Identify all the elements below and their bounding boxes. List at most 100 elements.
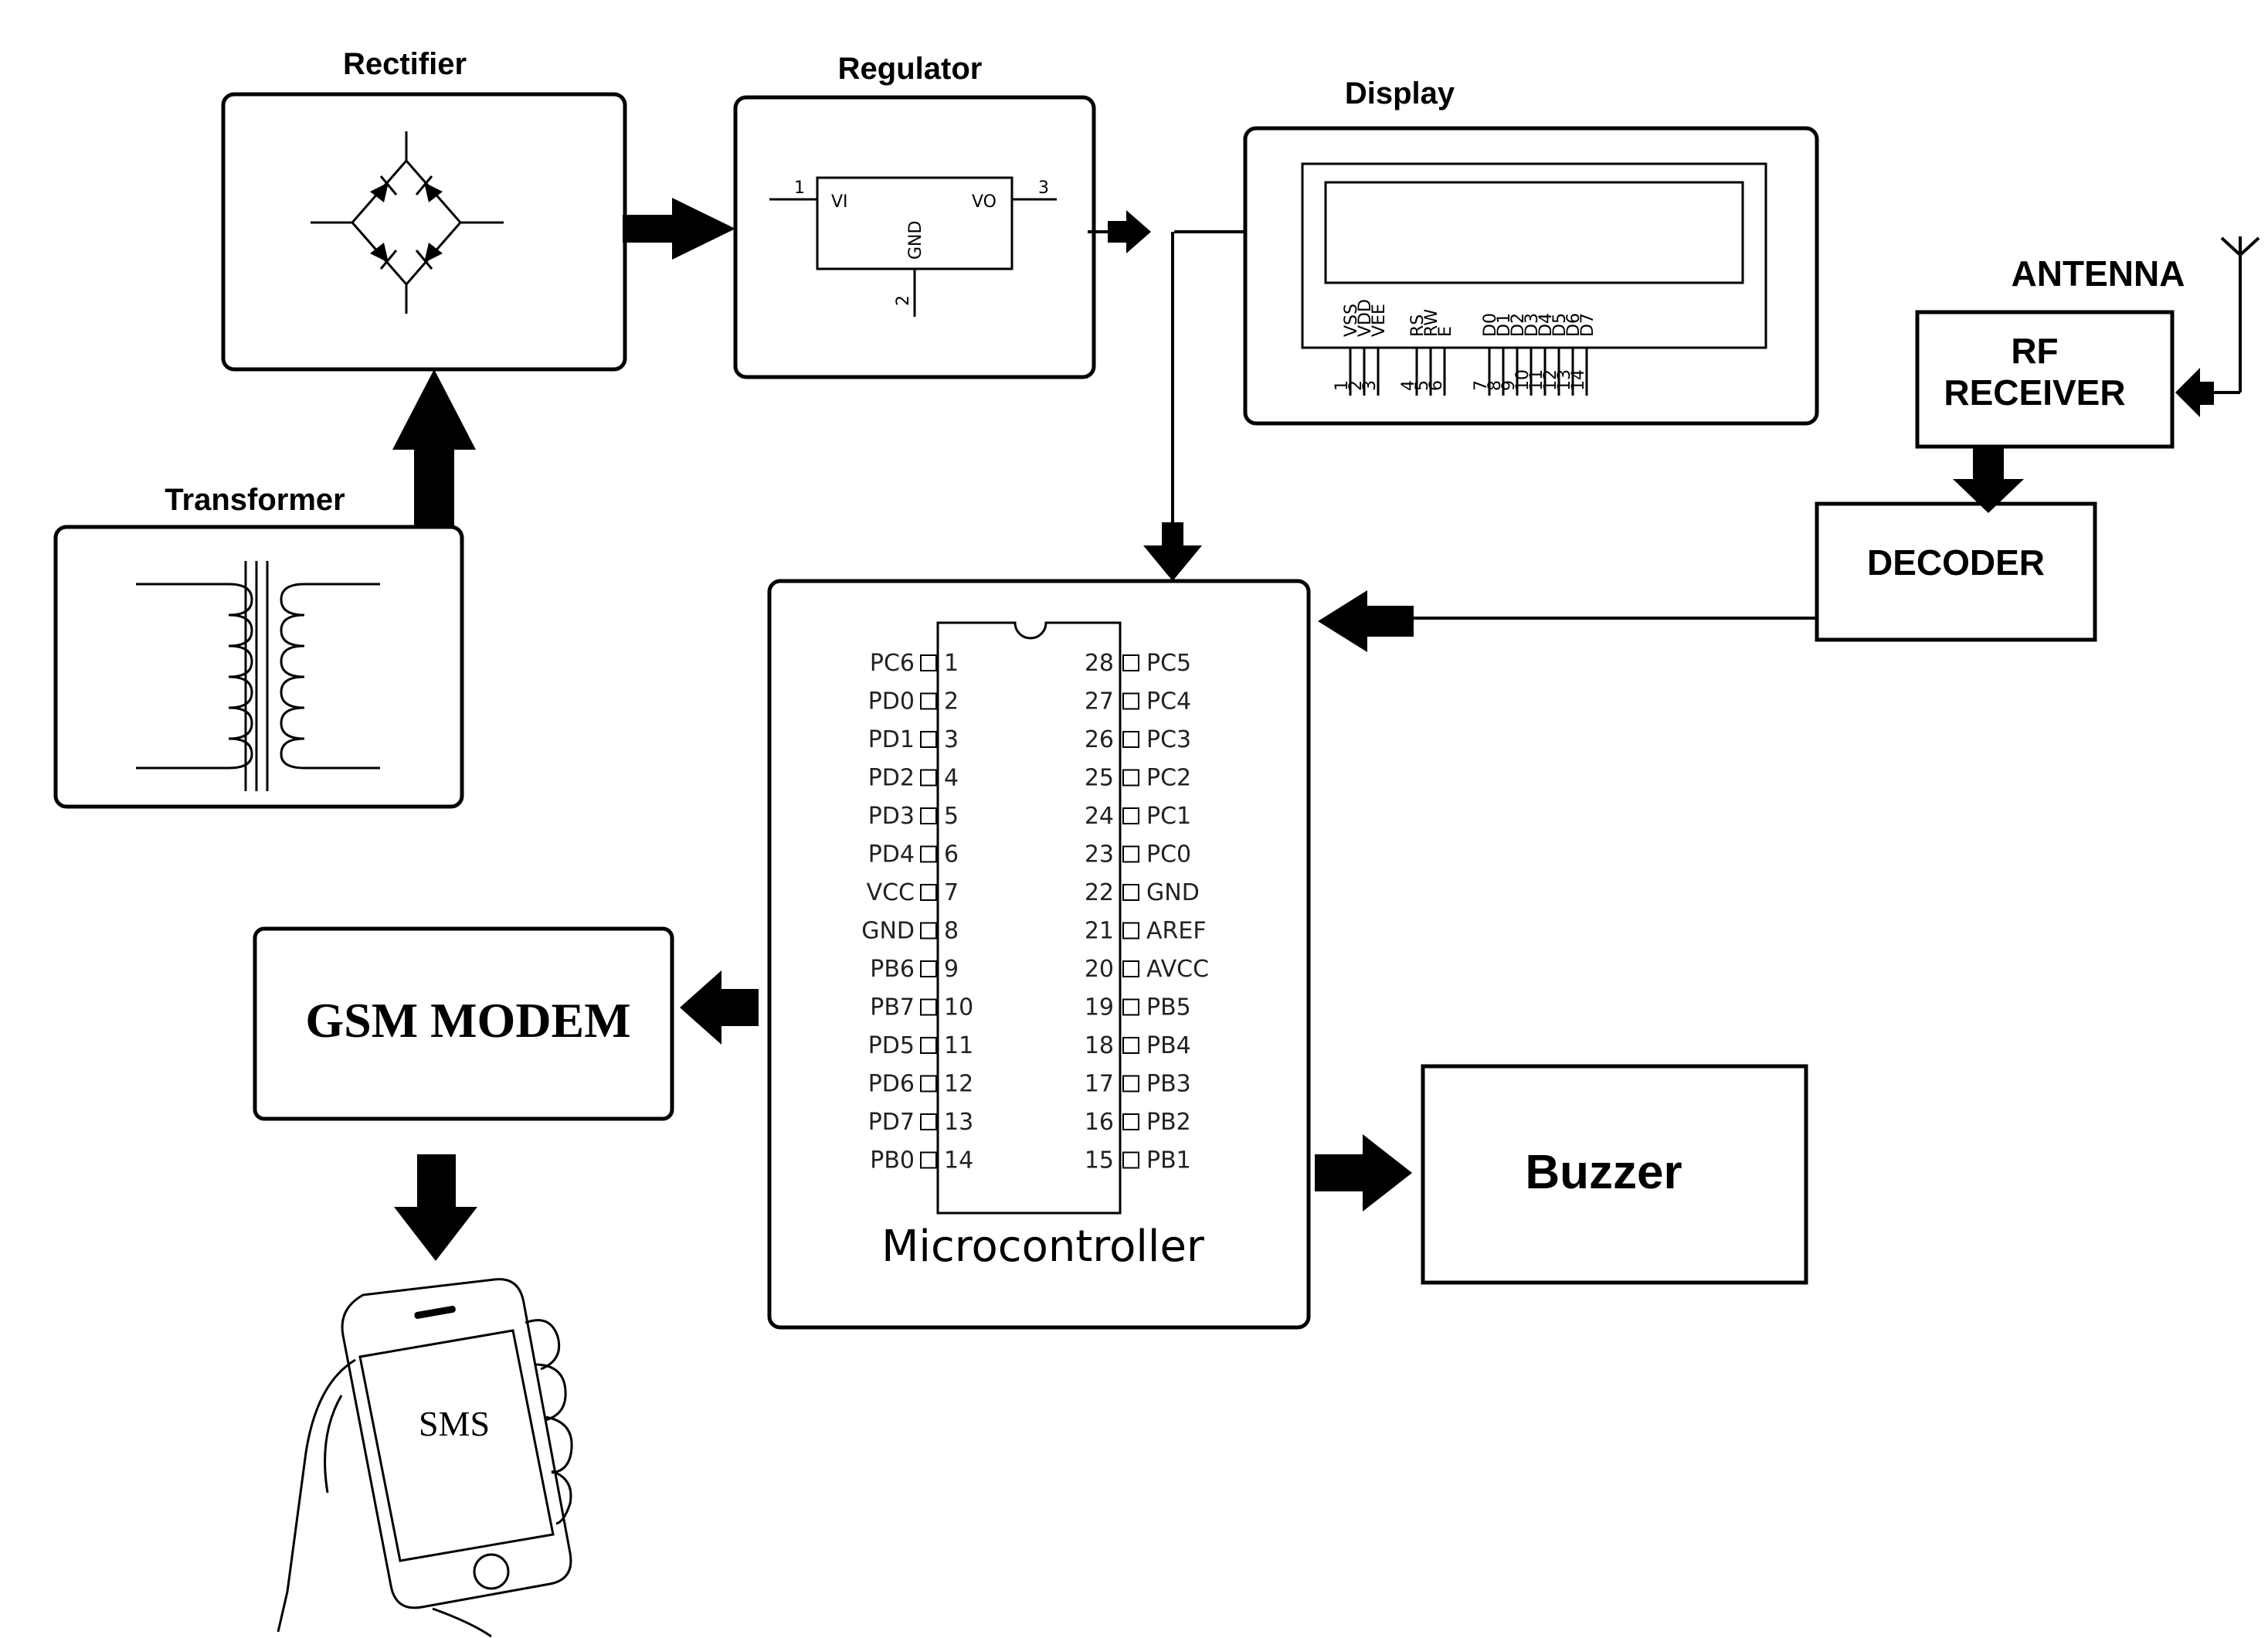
mcu-pin-name: PD0: [868, 688, 915, 715]
mcu-pin-number: 25: [1085, 765, 1114, 792]
lcd-panel: [1301, 162, 1767, 349]
mcu-pin-number: 9: [944, 956, 959, 983]
transformer-label: Transformer: [165, 483, 345, 517]
gsm-modem-box: [253, 926, 674, 1121]
mcu-pin-pad: [1122, 692, 1139, 710]
display-block: Display VSS1VDD2VEE3RS4RW5E6D07D18D29D31…: [1243, 76, 1819, 426]
lcd-pin-name: D4: [1536, 313, 1556, 337]
mcu-pin-pad: [1122, 769, 1139, 787]
sms-label: SMS: [419, 1404, 490, 1443]
mcu-pin-pad: [920, 1075, 937, 1093]
mcu-pin-number: 6: [944, 841, 959, 868]
mcu-pin-name: VCC: [867, 879, 915, 906]
mcu-pin-number: 8: [944, 918, 959, 945]
rectifier-box: [221, 92, 627, 372]
mcu-pin-number: 11: [944, 1032, 973, 1059]
mcu-pin-number: 7: [944, 879, 959, 906]
mcu-pin-name: PB4: [1146, 1032, 1191, 1059]
mcu-pin-name: PB3: [1146, 1071, 1191, 1098]
microcontroller-label: Microcontroller: [881, 1222, 1205, 1272]
mcu-pin-pad: [1122, 998, 1139, 1016]
mcu-pin-pad: [920, 998, 937, 1016]
lcd-pin-number: 9: [1499, 380, 1519, 391]
lcd-pin-name: D3: [1523, 313, 1542, 337]
mcu-pin-name: PC2: [1146, 765, 1191, 792]
mcu-pin-pad: [920, 731, 937, 748]
mcu-pin-number: 1: [944, 650, 959, 677]
lcd-pin-number: 4: [1399, 380, 1418, 391]
mcu-pin-pad: [920, 692, 937, 710]
microcontroller-box: [767, 579, 1311, 1330]
mcu-pin-number: 28: [1085, 650, 1114, 677]
regulator-box: [733, 95, 1096, 379]
mcu-pin-number: 3: [944, 726, 959, 753]
rectifier-block: Rectifier: [221, 47, 627, 372]
mcu-pin-number: 17: [1085, 1071, 1114, 1098]
mcu-pin-name: PB7: [870, 994, 915, 1021]
mcu-pin-number: 13: [944, 1109, 973, 1136]
arrow-microcontroller-to-buzzer: [1315, 1134, 1412, 1212]
mcu-pin-pad: [920, 654, 937, 671]
mcu-pin-pad: [920, 1113, 937, 1130]
mcu-pin-name: GND: [861, 918, 915, 945]
regulator-block: Regulator VI VO 1 3 GND 2: [733, 52, 1096, 379]
mcu-pin-name: PC3: [1146, 726, 1191, 753]
arrow-rectifier-to-regulator: [623, 198, 735, 260]
regulator-pin2-label: 2: [894, 295, 913, 306]
mcu-pin-pad: [1122, 884, 1139, 901]
mcu-pin-number: 26: [1085, 726, 1114, 753]
mcu-pin-number: 10: [944, 994, 973, 1021]
mcu-pin-number: 14: [944, 1147, 973, 1174]
arrow-transformer-to-rectifier: [392, 369, 476, 527]
lcd-pin-name: VEE: [1370, 304, 1389, 337]
atmega-chip-icon: [936, 621, 1122, 1215]
mcu-pin-name: AREF: [1146, 918, 1207, 945]
mcu-pin-name: PD6: [868, 1071, 915, 1098]
buzzer-block: Buzzer: [1421, 1064, 1808, 1285]
regulator-vi-label: VI: [831, 192, 848, 212]
lcd-pin-number: 7: [1472, 380, 1491, 391]
mcu-pin-pad: [920, 884, 937, 901]
mcu-pin-number: 27: [1085, 688, 1114, 715]
regulator-pin1-label: 1: [794, 178, 805, 198]
mcu-pin-name: PC5: [1146, 650, 1191, 677]
decoder-label: DECODER: [1867, 542, 2045, 583]
mcu-pin-number: 24: [1085, 803, 1114, 830]
regulator-gnd-label: GND: [906, 221, 925, 260]
lcd-pin-number: 5: [1413, 380, 1432, 391]
mcu-pin-name: PB1: [1146, 1147, 1191, 1174]
lcd-pin-number: 1: [1333, 380, 1352, 391]
mcu-pin-name: PD2: [868, 765, 915, 792]
bridge-rectifier-icon: [311, 131, 504, 314]
lcd-pin-header: VSS1VDD2VEE3RS4RW5E6D07D18D29D310D411D51…: [1333, 299, 1597, 396]
mcu-pin-pad: [1122, 731, 1139, 748]
lcd-pin-number: 12: [1541, 369, 1560, 391]
mcu-pin-name: PB5: [1146, 994, 1191, 1021]
mcu-pin-number: 2: [944, 688, 959, 715]
regulator-label: Regulator: [838, 52, 983, 86]
regulator-vo-label: VO: [972, 192, 996, 212]
mcu-pin-pad: [920, 1037, 937, 1054]
rf-section: ANTENNA RF RECEIVER DECODER: [1815, 236, 2260, 642]
mcu-pin-number: 23: [1085, 841, 1114, 868]
lcd-pin-number: 14: [1569, 369, 1588, 391]
mcu-pin-name: PB2: [1146, 1109, 1191, 1136]
connections: [1088, 230, 1817, 620]
mcu-pin-pad: [1122, 1151, 1139, 1169]
mcu-pin-pad: [920, 807, 937, 824]
lcd-pin-number: 8: [1485, 380, 1505, 391]
mcu-pin-number: 21: [1085, 918, 1114, 945]
buzzer-box: [1421, 1064, 1808, 1285]
transformer-block: Transformer: [53, 483, 464, 809]
mcu-pin-name: GND: [1146, 879, 1200, 906]
lcd-pin-name: D0: [1481, 313, 1500, 337]
mcu-pin-name: PC0: [1146, 841, 1191, 868]
arrow-regulator-output: [1108, 210, 1151, 253]
mcu-pin-number: 22: [1085, 879, 1114, 906]
mcu-pin-pad: [1122, 922, 1139, 940]
arrows: [392, 198, 2214, 1261]
decoder-box: [1815, 501, 2097, 642]
lcd-screen: [1324, 181, 1744, 284]
mcu-pin-number: 19: [1085, 994, 1114, 1021]
